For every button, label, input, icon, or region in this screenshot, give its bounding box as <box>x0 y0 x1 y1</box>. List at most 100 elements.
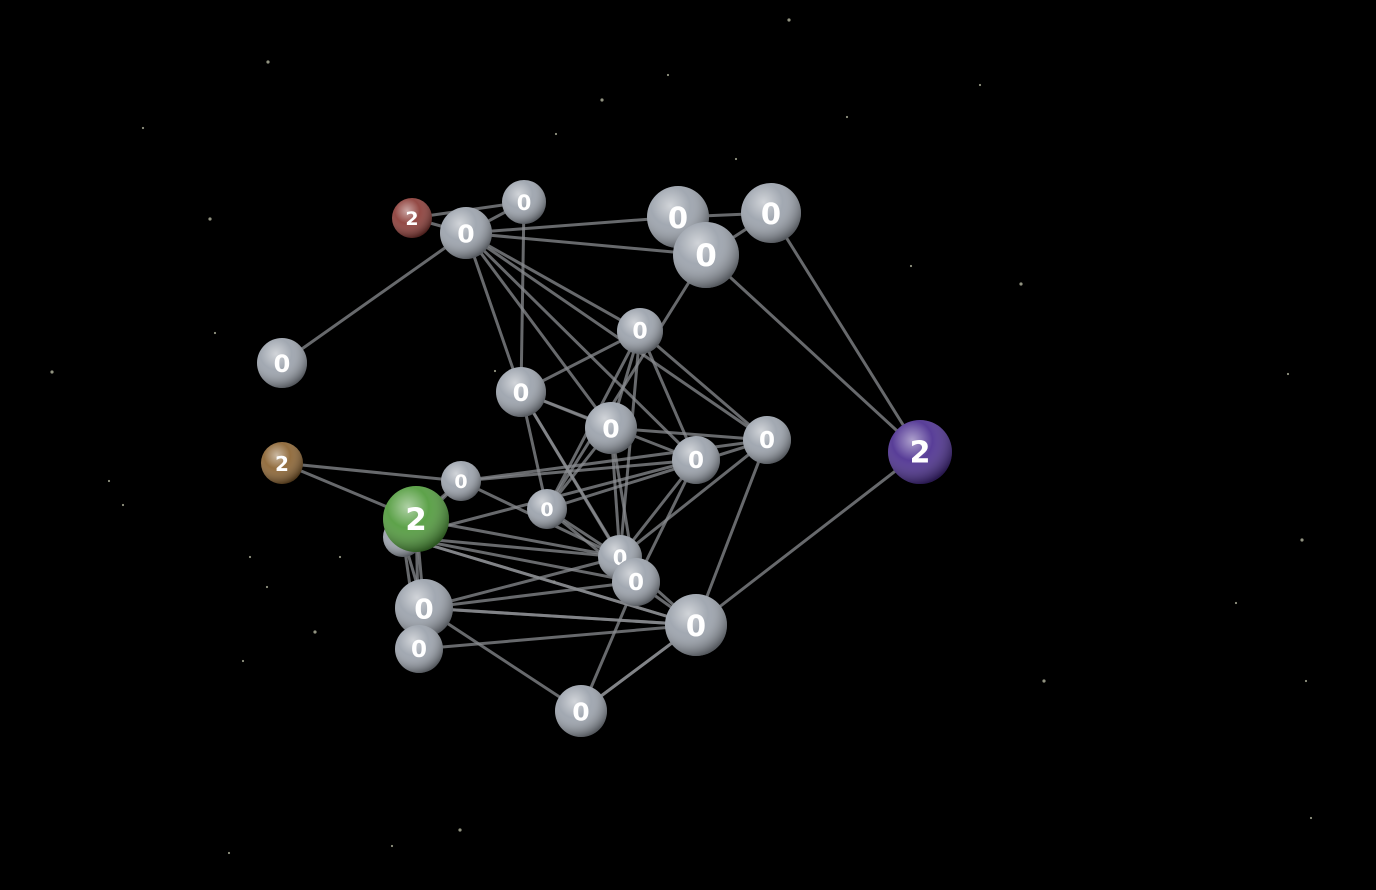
star <box>787 18 791 22</box>
node-shading <box>527 489 567 529</box>
graph-edge <box>704 253 922 454</box>
star <box>213 331 217 335</box>
star <box>338 555 342 559</box>
star <box>241 659 245 663</box>
graph-edge <box>694 439 769 626</box>
node-shading <box>383 486 449 552</box>
graph-edge <box>619 438 768 559</box>
node-shading <box>612 558 660 606</box>
graph-edge <box>465 231 641 333</box>
star <box>266 60 270 64</box>
graph-node-n12[interactable]: 0 <box>527 489 567 529</box>
graph-node-n13[interactable]: 2 <box>888 420 952 484</box>
star <box>1309 816 1313 820</box>
graph-node-n9[interactable]: 0 <box>585 402 637 454</box>
node-shading <box>502 180 546 224</box>
graph-edge <box>460 458 697 483</box>
graph-node-n22[interactable]: 0 <box>665 594 727 656</box>
star <box>1234 601 1238 605</box>
star <box>1042 679 1046 683</box>
star <box>554 132 558 136</box>
graph-edge <box>281 461 462 483</box>
graph-edge <box>465 231 768 442</box>
star <box>734 157 738 161</box>
graph-edge <box>464 231 698 462</box>
graph-edge <box>402 535 637 584</box>
star <box>1300 538 1304 542</box>
star <box>1304 679 1308 683</box>
graph-node-n6[interactable]: 0 <box>673 222 739 288</box>
star <box>390 844 394 848</box>
star <box>600 98 604 102</box>
graph-node-n10[interactable]: 0 <box>672 436 720 484</box>
graph-edge <box>423 606 582 713</box>
node-shading <box>441 461 481 501</box>
starfield <box>50 18 1313 855</box>
graph-edge <box>423 606 697 627</box>
node-shading <box>617 308 663 354</box>
graph-edge <box>610 426 768 442</box>
node-shading <box>673 222 739 288</box>
graph-node-n14[interactable]: 2 <box>261 442 303 484</box>
star <box>458 828 462 832</box>
star <box>666 73 670 77</box>
graph-node-n11[interactable]: 0 <box>743 416 791 464</box>
star <box>1019 282 1023 286</box>
graph-edge <box>639 329 768 442</box>
star <box>50 370 54 374</box>
graph-node-n5[interactable]: 0 <box>741 183 801 243</box>
star <box>107 479 111 483</box>
node-shading <box>585 402 637 454</box>
star <box>909 264 913 268</box>
node-shading <box>555 685 607 737</box>
graph-edge <box>423 555 621 610</box>
graph-node-n8[interactable]: 0 <box>496 367 546 417</box>
node-shading <box>395 579 453 637</box>
star <box>141 126 145 130</box>
star <box>845 115 849 119</box>
star <box>313 630 317 634</box>
node-shading <box>440 207 492 259</box>
node-shading <box>743 416 791 464</box>
graph-node-n23[interactable]: 0 <box>555 685 607 737</box>
star <box>1286 372 1290 376</box>
graph-edge <box>769 212 922 453</box>
star <box>208 217 212 221</box>
graph-edge <box>281 231 467 365</box>
graph-node-n1[interactable]: 0 <box>502 180 546 224</box>
node-shading <box>392 198 432 238</box>
node-shading <box>741 183 801 243</box>
graph-edge <box>519 201 526 393</box>
graph-edge <box>415 517 621 559</box>
graph-node-n25[interactable]: 0 <box>257 338 307 388</box>
graph-edge <box>695 450 921 627</box>
graph-node-n3[interactable]: 2 <box>392 198 432 238</box>
graph-node-n21[interactable]: 0 <box>612 558 660 606</box>
star <box>121 503 125 507</box>
star <box>248 555 252 559</box>
graph-edge <box>465 231 707 257</box>
node-shading <box>672 436 720 484</box>
star <box>978 83 982 87</box>
node-shading <box>496 367 546 417</box>
node-shading <box>257 338 307 388</box>
graph-edge <box>423 580 637 610</box>
graph-node-n2[interactable]: 0 <box>440 207 492 259</box>
star <box>493 369 497 373</box>
star <box>265 585 269 589</box>
star <box>227 851 231 855</box>
node-shading <box>261 442 303 484</box>
graph-edge <box>464 232 523 393</box>
graph-edge <box>464 232 613 429</box>
node-shading <box>395 625 443 673</box>
graph-edge <box>402 535 697 627</box>
graph-node-n15[interactable]: 0 <box>441 461 481 501</box>
node-shading <box>888 420 952 484</box>
graph-edge <box>465 215 679 235</box>
graph-edge <box>418 623 697 651</box>
graph-node-n19[interactable]: 0 <box>395 625 443 673</box>
graph-node-n18[interactable]: 2 <box>383 486 449 552</box>
node-shading <box>665 594 727 656</box>
graph-node-n7[interactable]: 0 <box>617 308 663 354</box>
